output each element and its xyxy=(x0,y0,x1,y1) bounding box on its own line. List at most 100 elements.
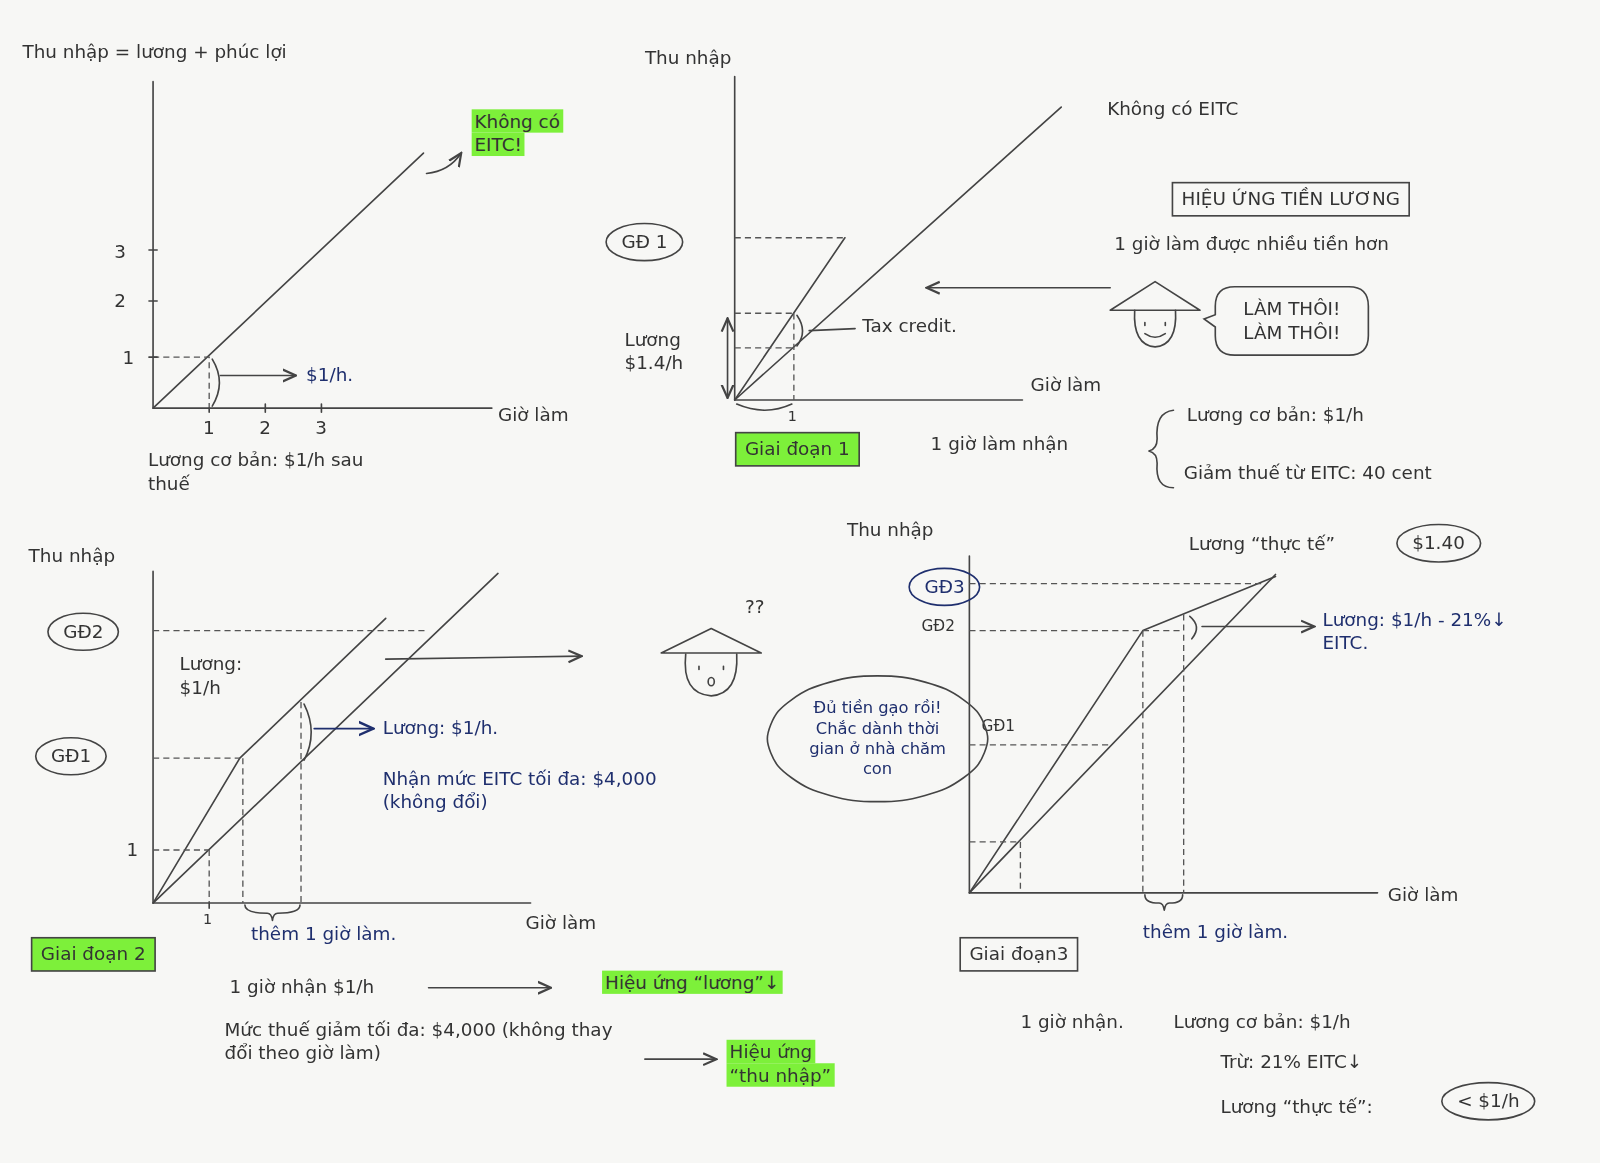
node-text: Đủ tiền gạo rồi! Chắc dành thời gian ở n… xyxy=(796,698,959,780)
oval-outline xyxy=(909,568,979,605)
note-label: $1/h. xyxy=(306,363,353,386)
note-label: Lương $1.4/h xyxy=(624,329,718,375)
stage-oval: GĐ1 xyxy=(35,737,108,776)
node-text: Giai đoạn3 xyxy=(969,943,1068,966)
stage-box: Giai đoạn 2 xyxy=(31,937,156,972)
label-text: 1 giờ làm nhận xyxy=(931,433,1069,454)
label-text: Lương “thực tế” xyxy=(1189,533,1335,554)
note-label: Mức thuế giảm tối đa: $4,000 (không thay… xyxy=(224,1018,632,1064)
box-outline xyxy=(736,433,859,466)
node-text: Giai đoạn 1 xyxy=(745,438,850,461)
label-text: Hiệu ứng “thu nhập” xyxy=(727,1040,835,1086)
note-label: 1 giờ nhận. xyxy=(1020,1010,1123,1033)
stage-oval: GĐ 1 xyxy=(605,222,684,261)
note-label: GĐ2 xyxy=(921,616,954,635)
label-text: 1 giờ nhận $1/h xyxy=(230,976,375,997)
note-label: thêm 1 giờ làm. xyxy=(1143,920,1288,943)
note-label: Lương: $1/h - 21%↓ EITC. xyxy=(1322,608,1526,654)
label-text: Giờ làm xyxy=(1031,373,1102,394)
panel-four xyxy=(969,556,1377,910)
note-label: Thu nhập = lương + phúc lợi xyxy=(22,41,286,64)
note-label: 1 xyxy=(127,839,139,862)
node-text: GĐ2 xyxy=(63,620,103,643)
label-text: Thu nhập xyxy=(29,545,116,566)
note-label: Không có EITC xyxy=(1107,98,1238,121)
note-label: Giờ làm xyxy=(498,404,569,427)
oval-outline xyxy=(1397,524,1481,561)
note-label: Lương cơ bản: $1/h sau thuế xyxy=(148,449,403,495)
label-text: 3 xyxy=(114,241,126,262)
note-label: Hiệu ứng “thu nhập” xyxy=(727,1041,849,1087)
label-text: Thu nhập = lương + phúc lợi xyxy=(22,41,286,62)
label-text: Tax credit. xyxy=(862,314,956,335)
label-text: 1 giờ làm được nhiều tiền hơn xyxy=(1114,233,1389,254)
note-label: 3 xyxy=(114,241,126,264)
label-text: Lương cơ bản: $1/h xyxy=(1173,1010,1350,1031)
node-text: GĐ1 xyxy=(51,745,91,768)
label-text: Lương $1.4/h xyxy=(624,329,683,373)
label-text: Hiệu ứng “lương”↓ xyxy=(602,970,782,993)
node-text: GĐ 1 xyxy=(621,231,667,254)
note-label: Thu nhập xyxy=(847,518,934,541)
node-text: Giai đoạn 2 xyxy=(41,943,146,966)
note-label: Giờ làm xyxy=(1388,884,1459,907)
note-label: 2 xyxy=(259,416,271,439)
panel-two xyxy=(728,77,1200,488)
label-text: 1 giờ nhận. xyxy=(1020,1010,1123,1031)
label-text: thêm 1 giờ làm. xyxy=(251,922,396,943)
node-text: HIỆU ỨNG TIỀN LƯƠNG xyxy=(1182,188,1400,211)
stage-box: Giai đoạn 1 xyxy=(735,432,860,467)
note-label: Tax credit. xyxy=(862,314,956,337)
note-label: Nhận mức EITC tối đa: $4,000 (không đổi) xyxy=(383,767,659,813)
box-outline xyxy=(1172,183,1409,216)
note-label: Lương: $1/h xyxy=(180,653,262,699)
box-outline xyxy=(960,938,1077,971)
note-label: 2 xyxy=(114,290,126,313)
note-label: 1 xyxy=(122,347,134,370)
label-text: Giờ làm xyxy=(1388,884,1459,905)
label-text: ?? xyxy=(745,596,764,617)
label-text: Giờ làm xyxy=(498,404,569,425)
label-text: 2 xyxy=(114,290,126,311)
note-label: Không có EITC! xyxy=(471,110,583,156)
thought-bubble: Đủ tiền gạo rồi! Chắc dành thời gian ở n… xyxy=(765,673,989,804)
note-label: 1 giờ nhận $1/h xyxy=(230,976,375,999)
oval-outline xyxy=(48,613,118,650)
heading-box: HIỆU ỨNG TIỀN LƯƠNG xyxy=(1171,182,1410,217)
stage-oval: GĐ2 xyxy=(47,612,120,651)
label-text: Thu nhập xyxy=(645,47,732,68)
label-text: Thu nhập xyxy=(847,518,934,539)
label-text: Giảm thuế từ EITC: 40 cent xyxy=(1184,461,1432,482)
note-label: 1 giờ làm được nhiều tiền hơn xyxy=(1114,233,1389,256)
label-text: 1 xyxy=(122,347,134,368)
note-label: Lương: $1/h. xyxy=(383,716,498,739)
node-text: $1.40 xyxy=(1412,532,1465,555)
note-label: thêm 1 giờ làm. xyxy=(251,922,396,945)
panel-one xyxy=(149,82,492,413)
label-text: 2 xyxy=(259,416,271,437)
label-text: thêm 1 giờ làm. xyxy=(1143,920,1288,941)
label-text: 1 xyxy=(203,911,212,927)
label-text: Lương “thực tế”: xyxy=(1220,1096,1372,1117)
label-text: Lương: $1/h - 21%↓ EITC. xyxy=(1322,608,1506,652)
node-text: LÀM THÔI! LÀM THÔI! xyxy=(1231,298,1353,344)
node-text: < $1/h xyxy=(1457,1090,1519,1113)
stage-box: Giai đoạn3 xyxy=(959,937,1078,972)
label-text: 1 xyxy=(203,416,215,437)
note-label: ?? xyxy=(745,596,764,619)
result-oval: $1.40 xyxy=(1396,523,1481,562)
label-text: GĐ2 xyxy=(921,616,954,634)
note-label: Trừ: 21% EITC↓ xyxy=(1220,1051,1362,1074)
speech-bubble: LÀM THÔI! LÀM THÔI! xyxy=(1214,286,1369,356)
cloud-outline xyxy=(767,676,987,802)
label-text: $1/h. xyxy=(306,363,353,384)
note-label: Giảm thuế từ EITC: 40 cent xyxy=(1184,461,1432,484)
stage-oval: GĐ3 xyxy=(908,567,981,606)
node-text: GĐ3 xyxy=(924,576,964,599)
label-text: 1 xyxy=(127,839,139,860)
note-label: Lương cơ bản: $1/h xyxy=(1187,404,1364,427)
note-label: Lương cơ bản: $1/h xyxy=(1173,1010,1350,1033)
note-label: 1 xyxy=(788,408,797,426)
note-label: 1 xyxy=(203,911,212,929)
box-outline xyxy=(32,938,155,971)
